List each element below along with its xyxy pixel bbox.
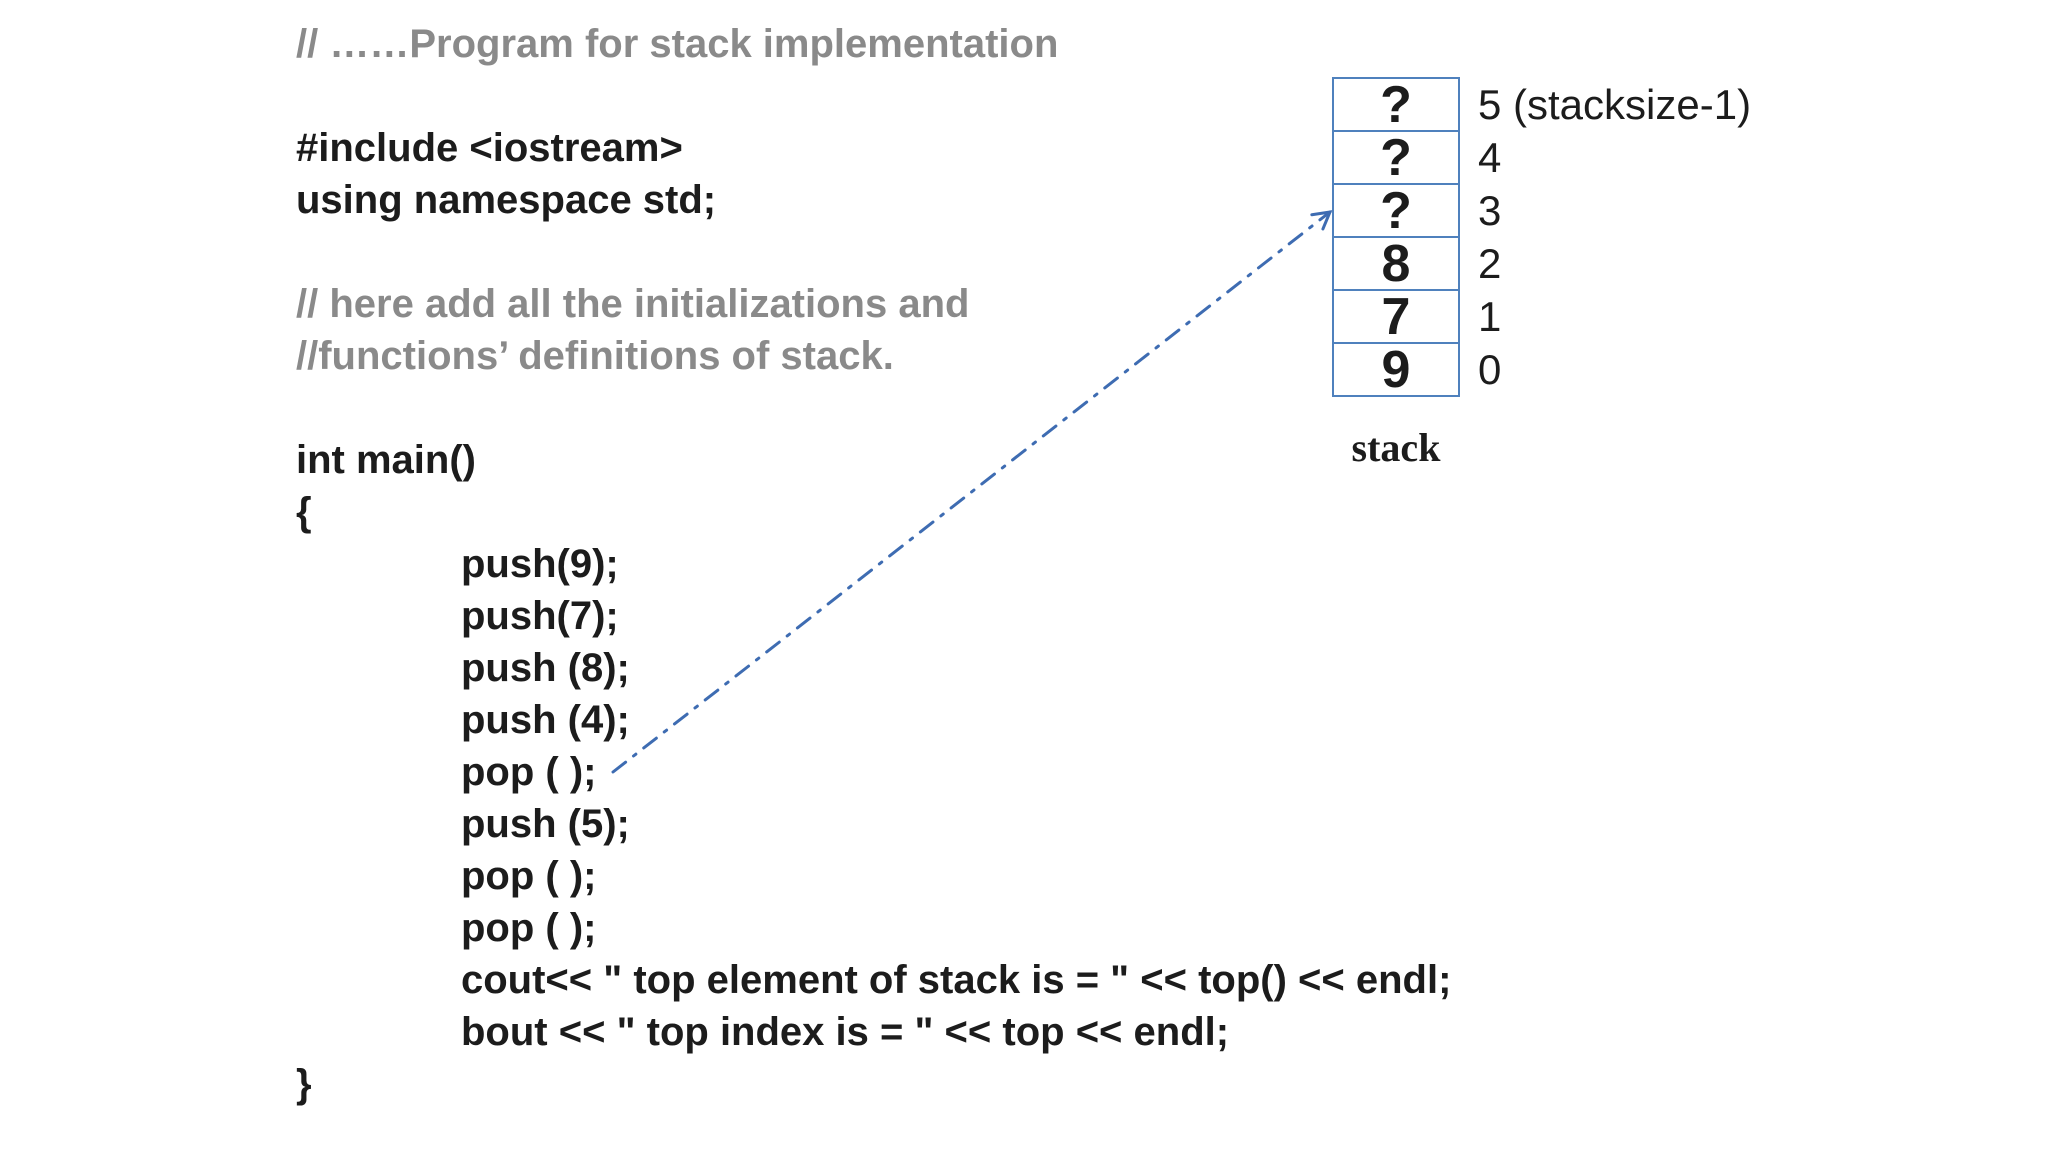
code-line-push-5: push (5); xyxy=(461,802,630,846)
code-line-include: #include <iostream> xyxy=(296,126,683,170)
code-line-close-brace: } xyxy=(296,1062,312,1106)
stack-cell-value: 7 xyxy=(1381,287,1411,346)
code-line-pop-3: pop ( ); xyxy=(461,906,597,950)
code-line-namespace: using namespace std; xyxy=(296,178,717,222)
stack-cell-value: 9 xyxy=(1381,340,1411,399)
stack-row: ? 3 xyxy=(1332,183,1751,238)
code-block: // ……Program for stack implementation #i… xyxy=(296,18,1451,1110)
stack-cell-5: ? xyxy=(1332,77,1460,132)
code-line-bout: bout << " top index is = " << top << end… xyxy=(461,1010,1230,1054)
code-line-blank xyxy=(296,226,1451,278)
stack-row: 7 1 xyxy=(1332,289,1751,344)
code-line-comment-title: // ……Program for stack implementation xyxy=(296,22,1059,66)
stack-cell-value: ? xyxy=(1380,75,1412,134)
stack-cell-0: 9 xyxy=(1332,342,1460,397)
stack-diagram: ? 5 (stacksize-1) ? 4 ? 3 8 2 7 1 xyxy=(1332,77,1751,397)
code-line-comment-defs: //functions’ definitions of stack. xyxy=(296,334,894,378)
code-line-blank xyxy=(296,382,1451,434)
stack-cell-value: ? xyxy=(1380,181,1412,240)
stack-cell-1: 7 xyxy=(1332,289,1460,344)
stack-cell-3: ? xyxy=(1332,183,1460,238)
stack-index-label: 0 xyxy=(1478,345,1502,393)
stack-index-label: 1 xyxy=(1478,292,1502,340)
code-line-main: int main() xyxy=(296,438,476,482)
stack-cell-4: ? xyxy=(1332,130,1460,185)
code-line-push-8: push (8); xyxy=(461,646,630,690)
stack-caption: stack xyxy=(1351,425,1441,470)
stack-row: 8 2 xyxy=(1332,236,1751,291)
stack-index-label: 2 xyxy=(1478,239,1502,287)
stack-row: ? 4 xyxy=(1332,130,1751,185)
stack-row: 9 0 xyxy=(1332,342,1751,397)
stack-index-label: 4 xyxy=(1478,133,1502,181)
code-line-push-9: push(9); xyxy=(461,542,619,586)
code-line-push-7: push(7); xyxy=(461,594,619,638)
stack-row: ? 5 (stacksize-1) xyxy=(1332,77,1751,132)
code-line-comment-init: // here add all the initializations and xyxy=(296,282,970,326)
code-line-pop-2: pop ( ); xyxy=(461,854,597,898)
code-line-pop-1: pop ( ); xyxy=(461,750,597,794)
code-line-open-brace: { xyxy=(296,490,312,534)
stack-cell-2: 8 xyxy=(1332,236,1460,291)
stack-cell-value: 8 xyxy=(1381,234,1411,293)
stack-cell-value: ? xyxy=(1380,128,1412,187)
code-line-blank xyxy=(296,70,1451,122)
code-line-push-4: push (4); xyxy=(461,698,630,742)
stack-index-label: 3 xyxy=(1478,186,1502,234)
code-line-cout: cout<< " top element of stack is = " << … xyxy=(461,958,1452,1002)
stack-index-label: 5 (stacksize-1) xyxy=(1478,80,1752,128)
